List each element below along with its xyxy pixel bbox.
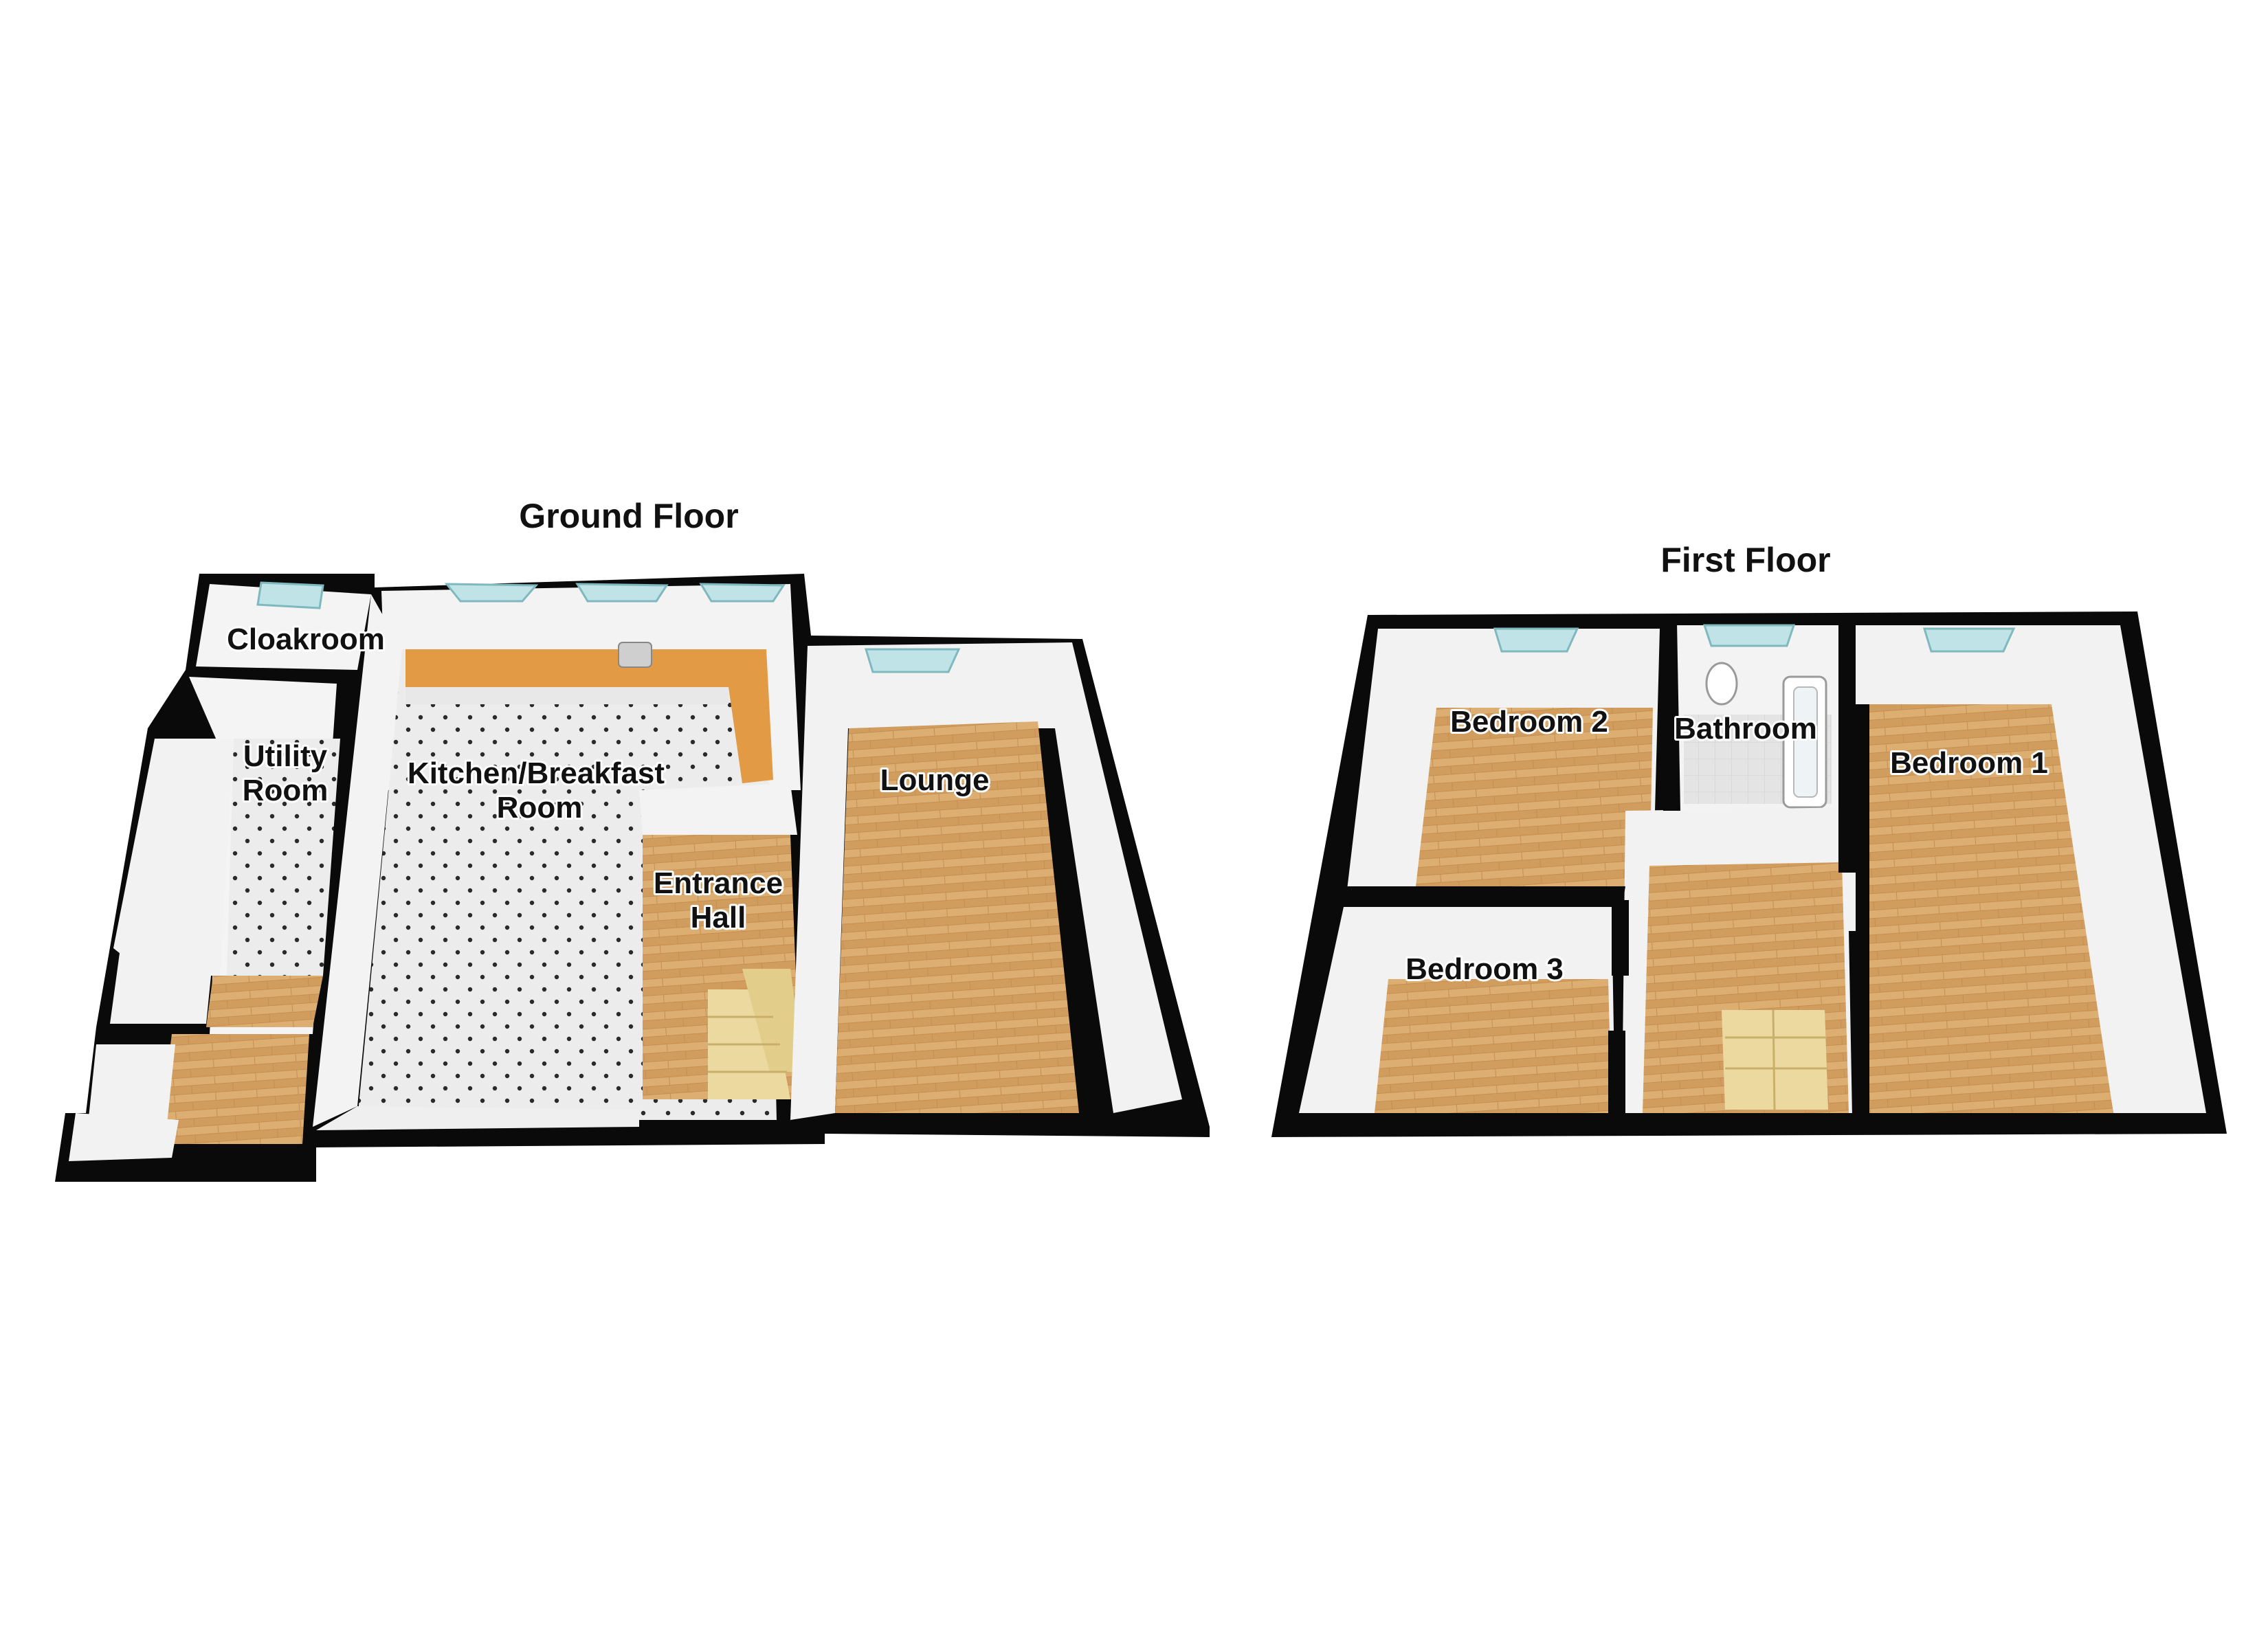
room-label-kitchen-line2: Room xyxy=(497,791,583,824)
room-label-bedroom-2: Bedroom 2 xyxy=(1450,705,1608,739)
room-label-bedroom-3: Bedroom 3 xyxy=(1405,952,1564,986)
room-label-bedroom-1: Bedroom 1 xyxy=(1890,746,2048,780)
ground-floor-title: Ground Floor xyxy=(519,497,738,535)
room-label-entrance-line1: Entrance xyxy=(654,866,783,900)
room-label-bathroom: Bathroom xyxy=(1674,712,1817,745)
room-label-cloakroom: Cloakroom xyxy=(227,622,385,656)
room-label-lounge: Lounge xyxy=(880,763,990,797)
first-floor-title: First Floor xyxy=(1660,541,1830,579)
ground-floor xyxy=(55,574,1210,1182)
first-floor xyxy=(1271,612,2227,1137)
room-label-utility-line1: Utility xyxy=(243,739,328,773)
room-label-kitchen-line1: Kitchen/Breakfast xyxy=(408,756,665,790)
room-label-utility-line2: Room xyxy=(243,774,329,807)
room-label-entrance-line2: Hall xyxy=(691,901,746,934)
